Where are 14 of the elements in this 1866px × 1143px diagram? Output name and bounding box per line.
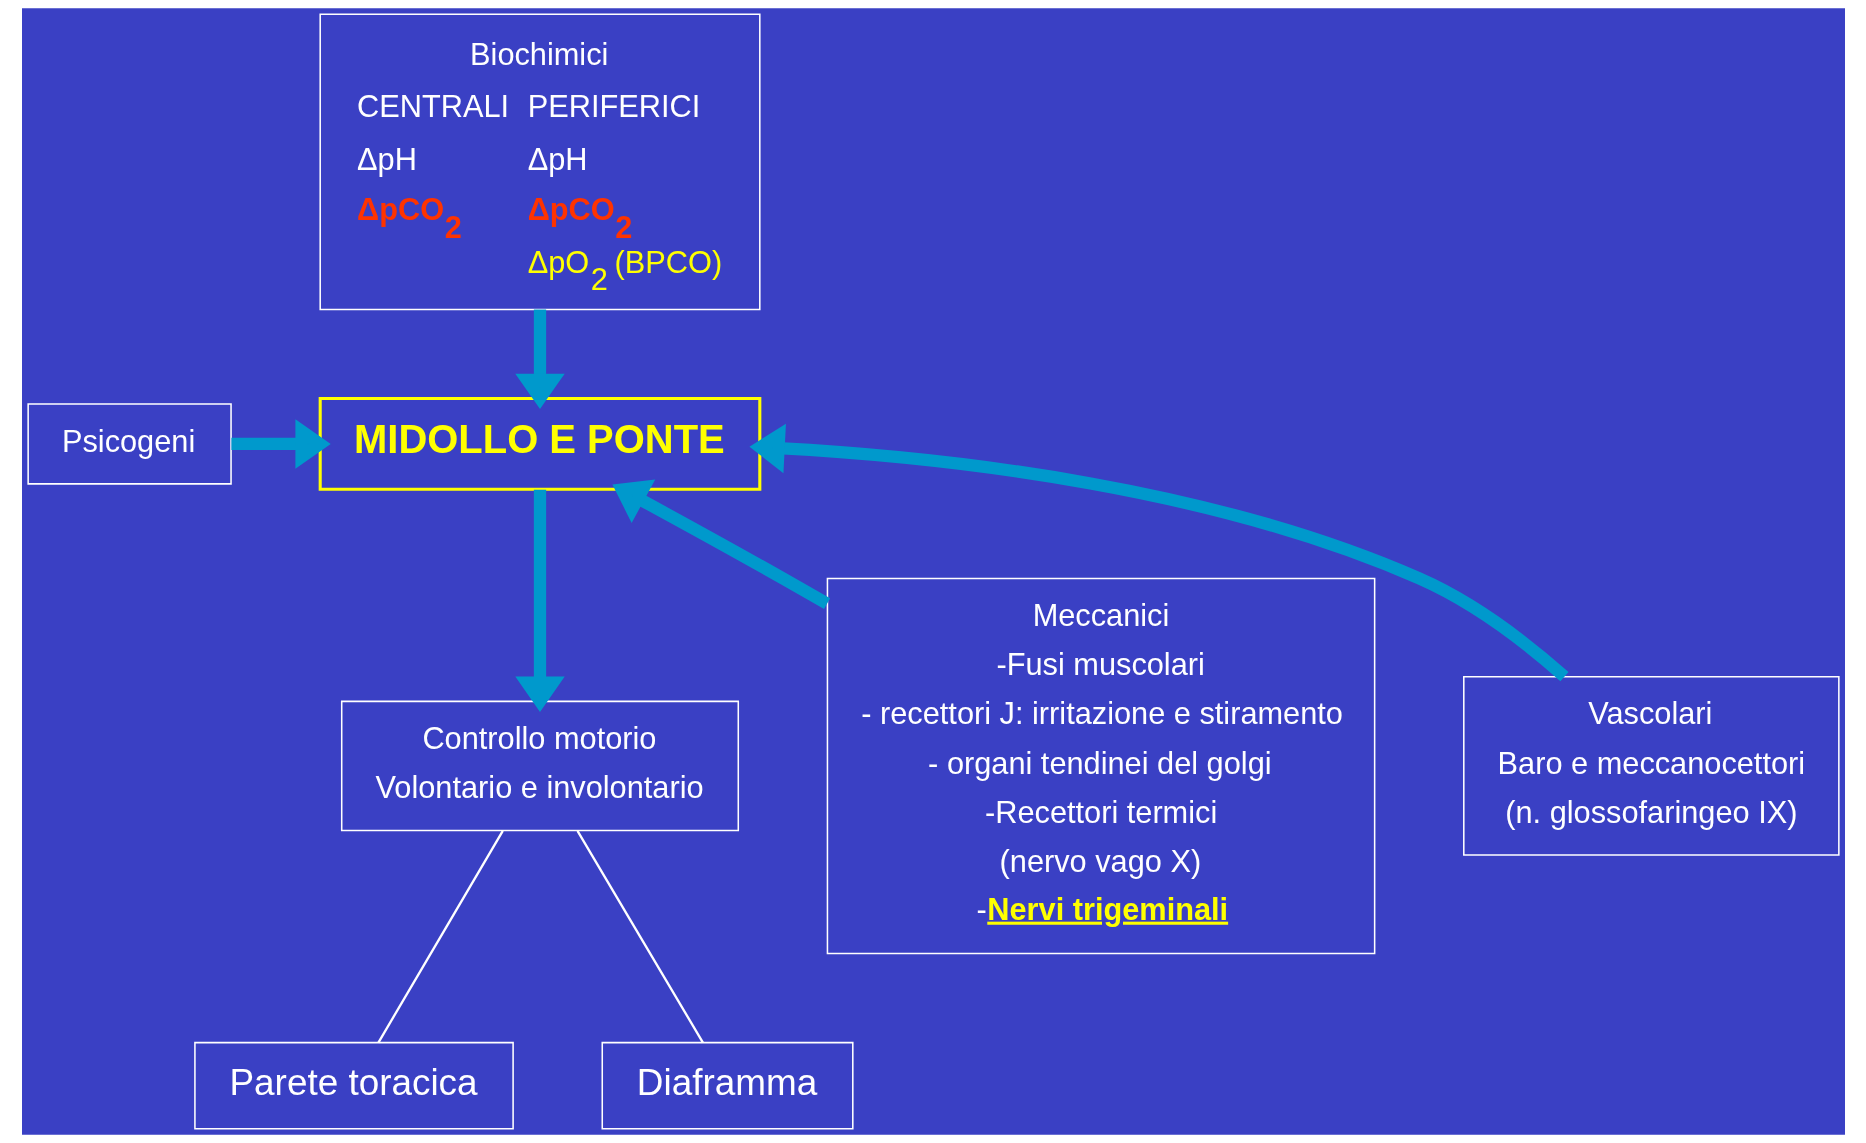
connector — [576, 830, 704, 1044]
node-box: Parete toracica — [193, 1041, 514, 1130]
arrow — [230, 419, 331, 469]
node-box: Diaframma — [601, 1041, 854, 1130]
arrow — [748, 423, 1568, 682]
node-box: Controllo motorio Volontario e involontario — [340, 700, 739, 832]
node-box: Psicogeni — [26, 403, 232, 485]
node-box: Vascolari Baro e meccanocettori (n. glossofaringeo IX) — [1462, 676, 1840, 856]
connector — [376, 830, 504, 1044]
node-box: Meccanici -Fusi muscolari - recettori J: irritazione e stiramento - organi tendinei del golgi -Recettori termici (nervo vago X) -Nervi trigeminali — [826, 577, 1375, 955]
node-box: MIDOLLO E PONTE — [318, 397, 761, 491]
arrow — [611, 479, 830, 609]
arrow — [514, 489, 565, 712]
arrow — [514, 309, 565, 409]
